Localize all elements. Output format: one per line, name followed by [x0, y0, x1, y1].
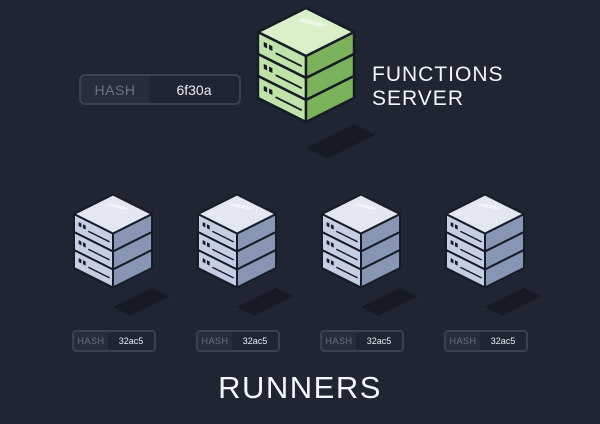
functions-server-title: FUNCTIONS SERVER — [372, 63, 504, 111]
runner-hash-badge: HASH 32ac5 — [196, 330, 280, 352]
runner-server-icon — [445, 193, 542, 316]
stack-shadow — [306, 124, 376, 159]
runner-hash-label: HASH — [77, 336, 105, 346]
runner-hash-value: 32ac5 — [232, 332, 278, 350]
runner-hash-label: HASH — [201, 336, 229, 346]
stack-top — [321, 193, 401, 235]
server-unit — [197, 249, 277, 289]
runner-hash-badge: HASH 32ac5 — [72, 330, 156, 352]
stack-top — [197, 193, 277, 235]
runners-title: RUNNERS — [218, 370, 382, 405]
stack-top-highlight — [296, 18, 328, 27]
stack-top-highlight — [353, 203, 379, 210]
runner-server-icon — [73, 193, 170, 316]
stack-shadow — [361, 287, 418, 316]
runner-server-icon — [321, 193, 418, 316]
stack-shadow — [113, 287, 170, 316]
stack-top — [73, 193, 153, 235]
runner-hash-badge: HASH 32ac5 — [444, 330, 528, 352]
runner-hash-value: 32ac5 — [480, 332, 526, 350]
server-hash-label: HASH — [94, 81, 136, 98]
stack-top-highlight — [477, 203, 503, 210]
functions-server-title-line1: FUNCTIONS — [372, 63, 504, 86]
runner-hash-badge: HASH 32ac5 — [320, 330, 404, 352]
server-hash-value: 6f30a — [149, 76, 239, 103]
runner-hash-label: HASH — [449, 336, 477, 346]
stack-shadow — [485, 287, 542, 316]
server-unit — [445, 249, 525, 289]
runner-server-icon — [197, 193, 294, 316]
runner-hash-label: HASH — [325, 336, 353, 346]
stack-shadow — [237, 287, 294, 316]
server-unit — [73, 249, 153, 289]
server-unit — [256, 74, 356, 124]
server-unit — [321, 249, 401, 289]
runner-hash-value: 32ac5 — [108, 332, 154, 350]
stack-top-highlight — [105, 203, 131, 210]
server-unit — [73, 231, 153, 271]
runner-hash-value: 32ac5 — [356, 332, 402, 350]
server-hash-badge: HASH 6f30a — [79, 74, 241, 105]
functions-server-title-line2: SERVER — [372, 87, 464, 111]
functions-server-icon — [256, 6, 376, 159]
stack-top — [256, 6, 356, 58]
stack-top — [445, 193, 525, 235]
stack-top-highlight — [229, 203, 255, 210]
